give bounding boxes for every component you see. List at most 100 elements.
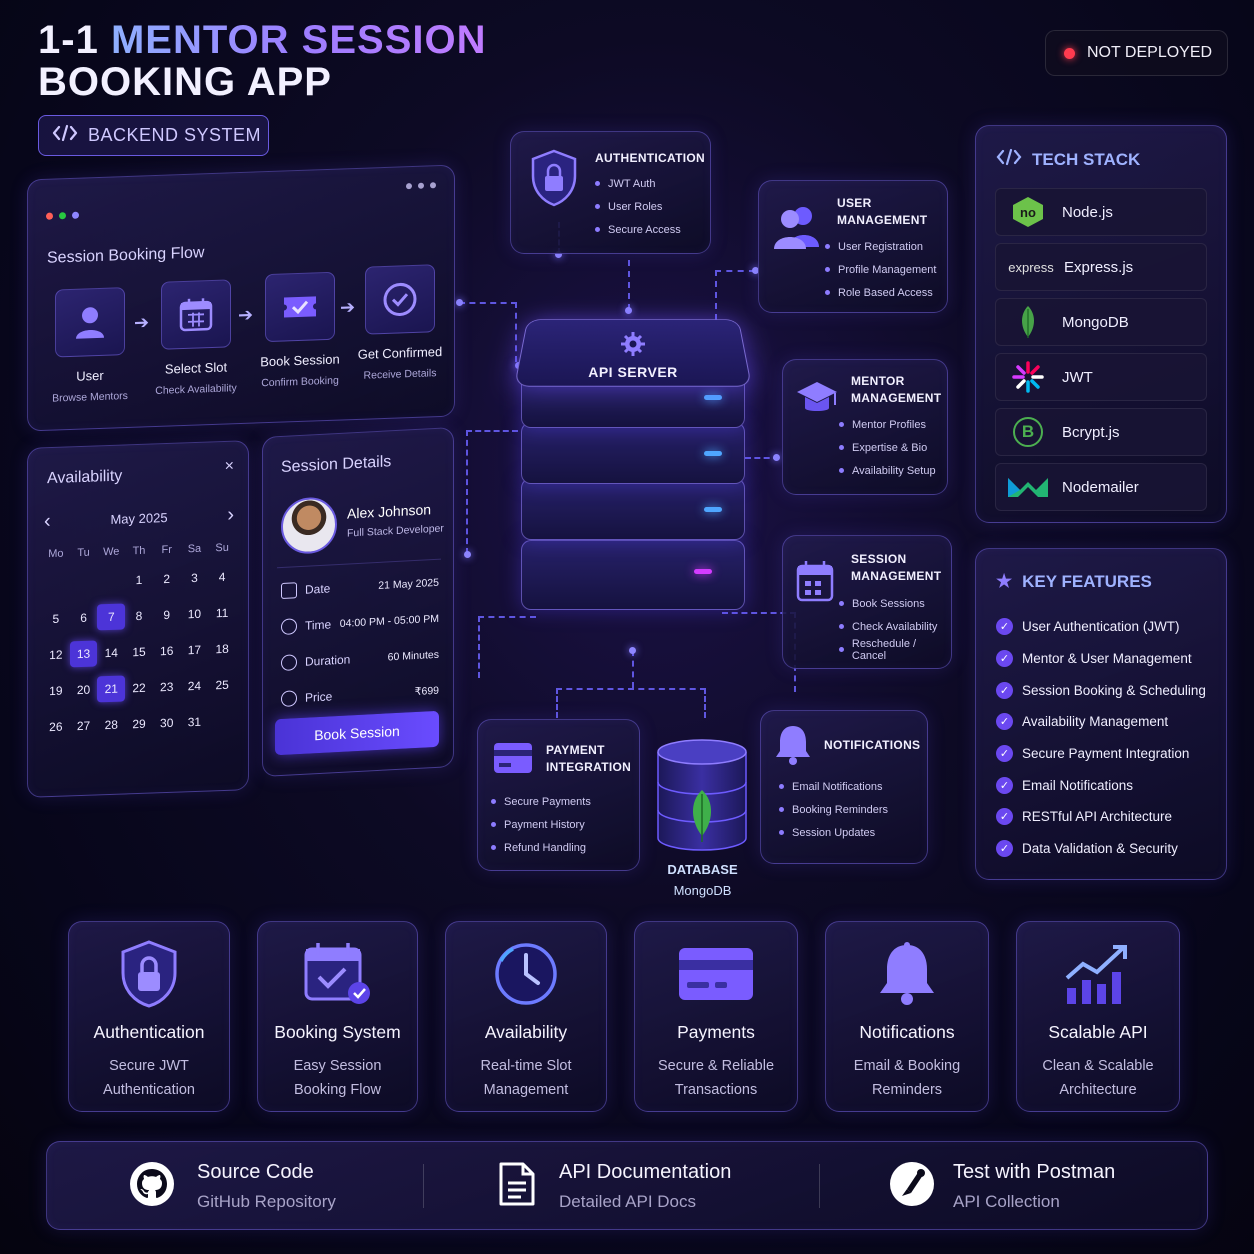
mentor-name: Alex Johnson [347,501,432,522]
calendar-day[interactable]: 21 [97,675,126,703]
detail-value: ₹699 [414,684,439,699]
module-list: User Registration Profile Management Rol… [825,235,936,304]
divider [423,1164,424,1208]
calendar-day[interactable]: 20 [76,682,91,698]
detail-label: Date [305,581,331,597]
card-sub-line: Real-time Slot [480,1058,572,1074]
module-title: PAYMENT INTEGRATION [546,742,631,776]
module-title-line: MANAGEMENT [851,569,942,583]
status-light-icon [704,395,722,400]
calendar-day[interactable]: 25 [215,677,229,693]
calendar-day[interactable]: 28 [104,717,118,733]
rupee-icon [281,690,297,708]
calendar-day[interactable]: 1 [135,572,143,588]
calendar-day[interactable]: 18 [215,641,229,657]
check-icon: ✓ [996,840,1013,858]
calendar-day[interactable]: 27 [76,718,91,734]
database-label: DATABASE [667,862,738,877]
card-sub-line: Management [483,1082,569,1098]
calendar-day[interactable]: 9 [163,607,171,623]
book-session-button[interactable]: Book Session [275,710,439,756]
calendar-day[interactable]: 4 [218,569,226,585]
detail-row-duration: Duration 60 Minutes [281,647,439,672]
calendar-day[interactable]: 12 [49,647,63,663]
calendar-empty-cell [97,567,125,594]
divider [277,558,441,569]
list-item: JWT Auth [595,172,681,195]
calendar-month: May 2025 [110,509,168,527]
notifications-panel: NOTIFICATIONS Email Notifications Bookin… [760,710,928,864]
tech-item-bcrypt: B Bcrypt.js [995,408,1207,456]
calendar-day[interactable]: 11 [215,605,229,621]
calendar-day[interactable]: 23 [160,679,174,695]
features-list: ✓User Authentication (JWT) ✓Mentor & Use… [996,611,1206,865]
chevron-left-icon[interactable]: ‹ [44,510,51,533]
connector-node [629,647,636,654]
code-icon [996,148,1022,171]
calendar-day[interactable]: 29 [132,716,146,732]
gear-icon [498,330,768,363]
calendar-day[interactable]: 5 [52,611,60,626]
calendar-day[interactable]: 13 [69,640,98,668]
calendar-day[interactable]: 7 [97,603,126,631]
link-test-postman[interactable]: Test with Postman API Collection [889,1142,1115,1231]
github-icon [129,1161,175,1212]
list-item: Session Updates [779,821,888,844]
list-item: ✓Availability Management [996,706,1206,738]
feature-label: Session Booking & Scheduling [1022,682,1206,698]
page-title: 1-1 MENTOR SESSION [38,18,486,63]
chevron-right-icon[interactable]: › [227,503,234,526]
module-title: NOTIFICATIONS [824,738,921,752]
tech-item-nodejs: no Node.js [995,188,1207,236]
calendar-empty-cell [42,569,70,596]
feature-label: Availability Management [1022,714,1169,730]
calendar-day[interactable]: 17 [187,642,202,658]
calendar-day[interactable]: 6 [80,610,87,626]
calendar-day[interactable]: 19 [49,683,63,699]
calendar-day[interactable]: 2 [163,571,171,587]
detail-label: Price [305,689,333,705]
calendar-day[interactable]: 31 [187,714,202,730]
calendar-day[interactable]: 14 [104,645,118,661]
link-api-documentation[interactable]: API Documentation Detailed API Docs [497,1142,731,1231]
calendar-day[interactable]: 30 [160,715,174,731]
calendar-day[interactable]: 22 [132,680,146,696]
calendar-day[interactable]: 10 [187,606,202,622]
tech-name: Express.js [1064,258,1134,276]
calendar-day[interactable]: 16 [160,643,174,659]
connector-line [459,302,517,362]
list-item: Book Sessions [839,592,951,615]
bell-icon [773,723,813,772]
calendar-icon [281,582,297,600]
user-icon [55,287,125,358]
close-icon[interactable]: × [224,457,234,475]
page-title-line2: BOOKING APP [38,60,332,104]
flow-step-label: User [76,367,104,384]
tech-name: JWT [1062,368,1093,386]
card-sub-line: Architecture [1059,1082,1137,1098]
window-menu-icon[interactable] [406,182,436,190]
session-details-card: Session Details Alex Johnson Full Stack … [262,426,454,778]
calendar-day[interactable]: 26 [49,719,63,735]
tech-item-nodemailer: Nodemailer [995,463,1207,511]
tech-item-mongodb: MongoDB [995,298,1207,346]
link-source-code[interactable]: Source Code GitHub Repository [129,1142,336,1231]
session-management-panel: SESSION MANAGEMENT Book Sessions Check A… [782,535,952,669]
calendar-day[interactable]: 8 [135,608,143,624]
calendar-day[interactable]: 3 [191,570,198,586]
detail-row-time: Time 04:00 PM - 05:00 PM [281,611,439,636]
calendar-day[interactable]: 24 [187,678,202,694]
calendar-day[interactable]: 15 [132,644,146,660]
module-title-line: MANAGEMENT [837,213,928,227]
module-title-line: MANAGEMENT [851,391,942,405]
flow-title: Session Booking Flow [47,244,205,267]
